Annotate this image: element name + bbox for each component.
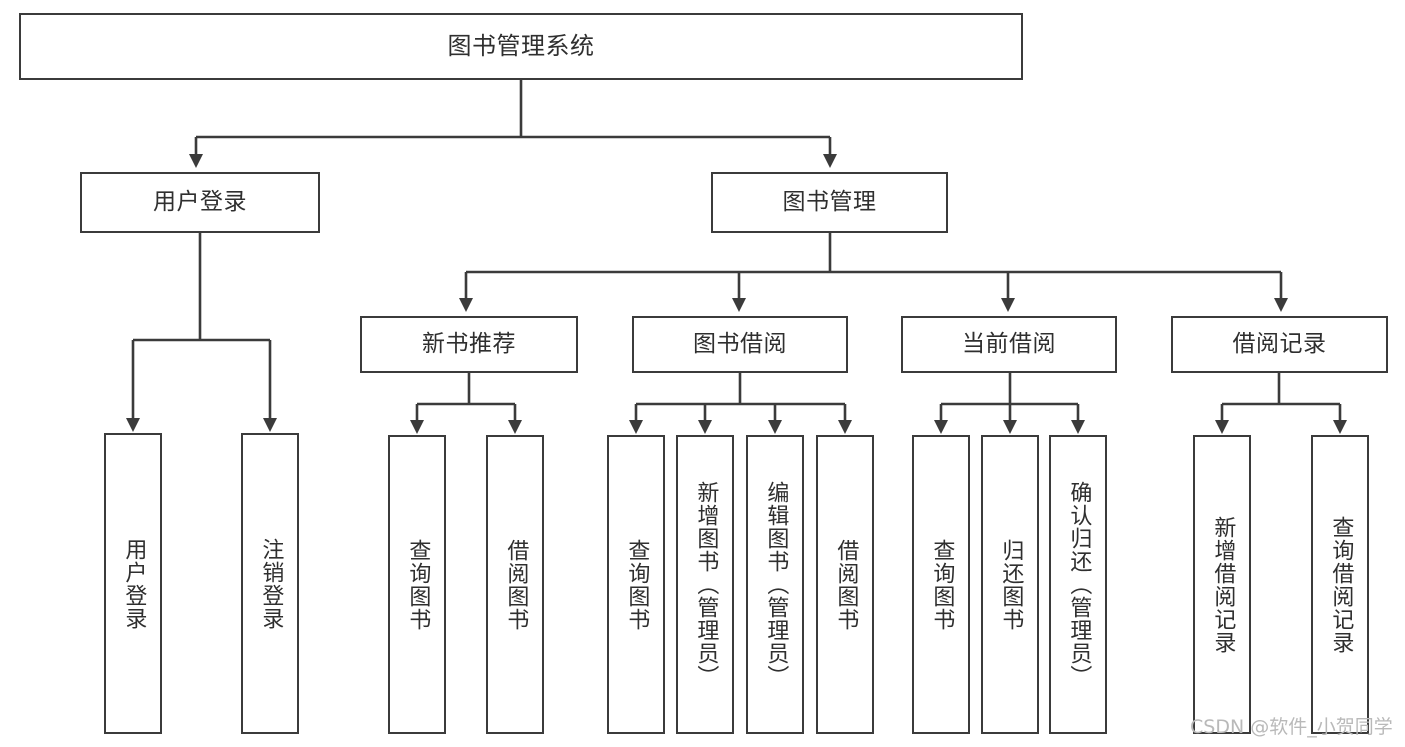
node-current-borrow-label: 当前借阅 <box>962 330 1056 357</box>
leaf-query-book-3-label: 查询图书 <box>929 538 955 631</box>
leaf-borrow-book-1[interactable]: 借阅图书 <box>486 435 544 734</box>
leaf-return-book-label: 归还图书 <box>998 538 1024 631</box>
leaf-query-book-2-label: 查询图书 <box>624 538 650 631</box>
node-user-login-label: 用户登录 <box>153 188 247 215</box>
node-book-borrow-label: 图书借阅 <box>693 330 787 357</box>
leaf-add-record[interactable]: 新增借阅记录 <box>1193 435 1251 734</box>
leaf-query-record[interactable]: 查询借阅记录 <box>1311 435 1369 734</box>
leaf-add-record-label: 新增借阅记录 <box>1210 515 1236 654</box>
leaf-query-book-1-label: 查询图书 <box>405 538 431 631</box>
node-book-manage[interactable]: 图书管理 <box>711 172 948 233</box>
node-new-book-rec-label: 新书推荐 <box>422 330 516 357</box>
node-root-label: 图书管理系统 <box>447 32 595 61</box>
leaf-add-book[interactable]: 新增图书（管理员） <box>676 435 734 734</box>
leaf-query-book-2[interactable]: 查询图书 <box>607 435 665 734</box>
leaf-edit-book-label: 编辑图书（管理员） <box>763 481 789 688</box>
node-borrow-record-label: 借阅记录 <box>1232 330 1327 357</box>
leaf-user-login-label: 用户登录 <box>121 537 147 630</box>
leaf-borrow-book-2[interactable]: 借阅图书 <box>816 435 874 734</box>
leaf-query-book-3[interactable]: 查询图书 <box>912 435 970 734</box>
leaf-logout-login[interactable]: 注销登录 <box>241 433 299 734</box>
leaf-add-book-label: 新增图书（管理员） <box>693 481 719 688</box>
leaf-query-record-label: 查询借阅记录 <box>1328 515 1354 654</box>
node-book-manage-label: 图书管理 <box>782 188 877 215</box>
node-current-borrow[interactable]: 当前借阅 <box>901 316 1117 373</box>
leaf-confirm-return-label: 确认归还（管理员） <box>1066 481 1092 688</box>
node-borrow-record[interactable]: 借阅记录 <box>1171 316 1388 373</box>
leaf-user-login[interactable]: 用户登录 <box>104 433 162 734</box>
csdn-watermark: CSDN @软件_小贺同学 <box>1190 716 1393 738</box>
leaf-query-book-1[interactable]: 查询图书 <box>388 435 446 734</box>
leaf-logout-login-label: 注销登录 <box>258 537 284 630</box>
node-root[interactable]: 图书管理系统 <box>19 13 1023 80</box>
leaf-borrow-book-2-label: 借阅图书 <box>833 538 859 631</box>
leaf-edit-book[interactable]: 编辑图书（管理员） <box>746 435 804 734</box>
node-new-book-rec[interactable]: 新书推荐 <box>360 316 578 373</box>
node-book-borrow[interactable]: 图书借阅 <box>632 316 848 373</box>
leaf-borrow-book-1-label: 借阅图书 <box>503 538 529 631</box>
node-user-login[interactable]: 用户登录 <box>80 172 320 233</box>
leaf-confirm-return[interactable]: 确认归还（管理员） <box>1049 435 1107 734</box>
leaf-return-book[interactable]: 归还图书 <box>981 435 1039 734</box>
